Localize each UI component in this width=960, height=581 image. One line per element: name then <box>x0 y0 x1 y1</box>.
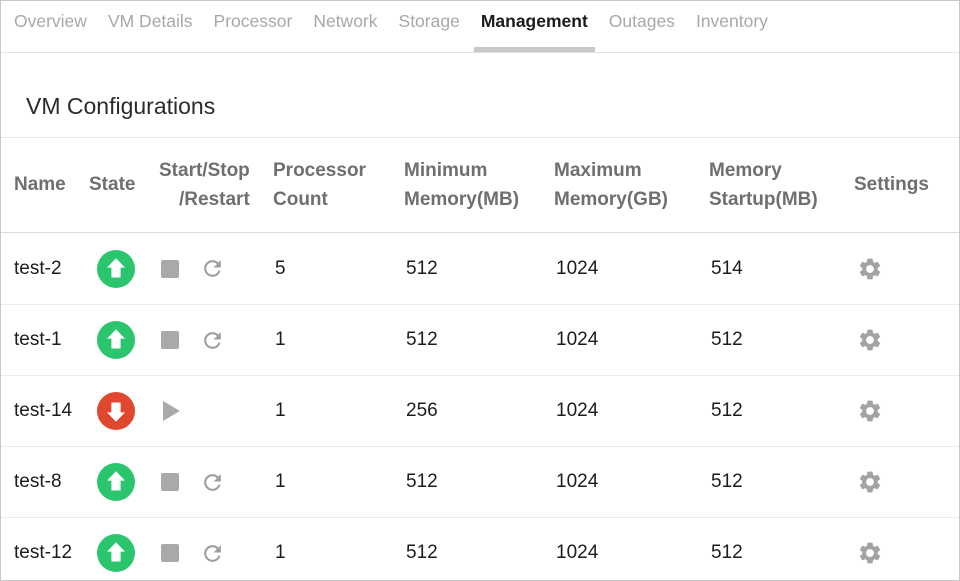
column-header-state: State <box>89 174 136 196</box>
tab-inventory[interactable]: Inventory <box>695 11 768 31</box>
memory-startup: 512 <box>711 542 743 563</box>
tab-vm-details[interactable]: VM Details <box>107 11 193 31</box>
column-header-settings: Settings <box>854 174 929 196</box>
processor-count: 1 <box>275 400 286 421</box>
restart-icon[interactable] <box>200 328 225 353</box>
gear-icon[interactable] <box>857 469 883 495</box>
column-header-min-memory: Minimum Memory(MB) <box>404 159 520 210</box>
gear-icon[interactable] <box>857 540 883 566</box>
min-memory: 512 <box>406 329 438 350</box>
min-memory: 256 <box>406 400 438 421</box>
vm-name: test-2 <box>14 257 62 279</box>
tab-network[interactable]: Network <box>313 11 378 31</box>
min-memory: 512 <box>406 471 438 492</box>
restart-icon[interactable] <box>200 256 225 281</box>
stop-icon[interactable] <box>161 331 179 349</box>
tab-storage[interactable]: Storage <box>398 11 460 31</box>
memory-startup: 512 <box>711 471 743 492</box>
tab-processor[interactable]: Processor <box>213 11 293 31</box>
state-down-icon <box>97 392 135 430</box>
column-header-memory-startup: Memory Startup(MB) <box>709 159 818 210</box>
state-up-icon <box>97 249 135 288</box>
column-header-name: Name <box>14 174 66 196</box>
table-row: test-1 1 512 1024 512 <box>1 304 959 375</box>
vm-name: test-8 <box>14 471 62 492</box>
vm-name: test-12 <box>14 542 73 563</box>
tab-overview[interactable]: Overview <box>14 11 87 31</box>
restart-icon[interactable] <box>200 541 225 566</box>
table-row: test-2 5 512 1024 514 <box>1 233 959 304</box>
table-row: test-14 1 256 1024 512 <box>1 375 959 446</box>
stop-icon[interactable] <box>161 544 179 562</box>
processor-count: 1 <box>275 329 286 350</box>
max-memory: 1024 <box>556 542 599 563</box>
stop-icon[interactable] <box>161 473 179 491</box>
processor-count: 5 <box>275 257 286 279</box>
column-header-start-stop-restart: Start/Stop /Restart <box>159 156 273 215</box>
gear-icon[interactable] <box>857 327 883 353</box>
column-header-processor-count: Processor Count <box>273 159 366 210</box>
max-memory: 1024 <box>556 257 599 279</box>
start-icon[interactable] <box>163 401 180 421</box>
table-header: Name State Start/Stop /Restart Processor… <box>1 138 959 233</box>
max-memory: 1024 <box>556 400 599 421</box>
state-up-icon <box>97 321 135 359</box>
table-row: test-8 1 512 1024 512 <box>1 446 959 517</box>
memory-startup: 512 <box>711 400 743 421</box>
tab-management[interactable]: Management <box>473 1 595 52</box>
tab-bar: Overview VM Details Processor Network St… <box>1 1 959 53</box>
processor-count: 1 <box>275 471 286 492</box>
page-title: VM Configurations <box>26 93 216 119</box>
max-memory: 1024 <box>556 471 599 492</box>
section-title-bar: VM Configurations <box>1 53 959 138</box>
min-memory: 512 <box>406 257 438 279</box>
processor-count: 1 <box>275 542 286 563</box>
vm-name: test-14 <box>14 400 73 421</box>
memory-startup: 514 <box>711 257 743 279</box>
table-row: test-12 1 512 1024 512 <box>1 517 959 580</box>
min-memory: 512 <box>406 542 438 563</box>
max-memory: 1024 <box>556 329 599 350</box>
column-header-max-memory: Maximum Memory(GB) <box>554 159 669 210</box>
state-up-icon <box>97 534 135 572</box>
stop-icon[interactable] <box>161 259 179 278</box>
memory-startup: 512 <box>711 329 743 350</box>
column-header-start-stop-restart-label: Start/Stop /Restart <box>159 159 250 210</box>
state-up-icon <box>97 463 135 501</box>
vm-name: test-1 <box>14 329 62 350</box>
gear-icon[interactable] <box>857 398 883 424</box>
tab-outages[interactable]: Outages <box>608 11 675 31</box>
restart-icon[interactable] <box>200 470 225 495</box>
gear-icon[interactable] <box>857 256 883 282</box>
